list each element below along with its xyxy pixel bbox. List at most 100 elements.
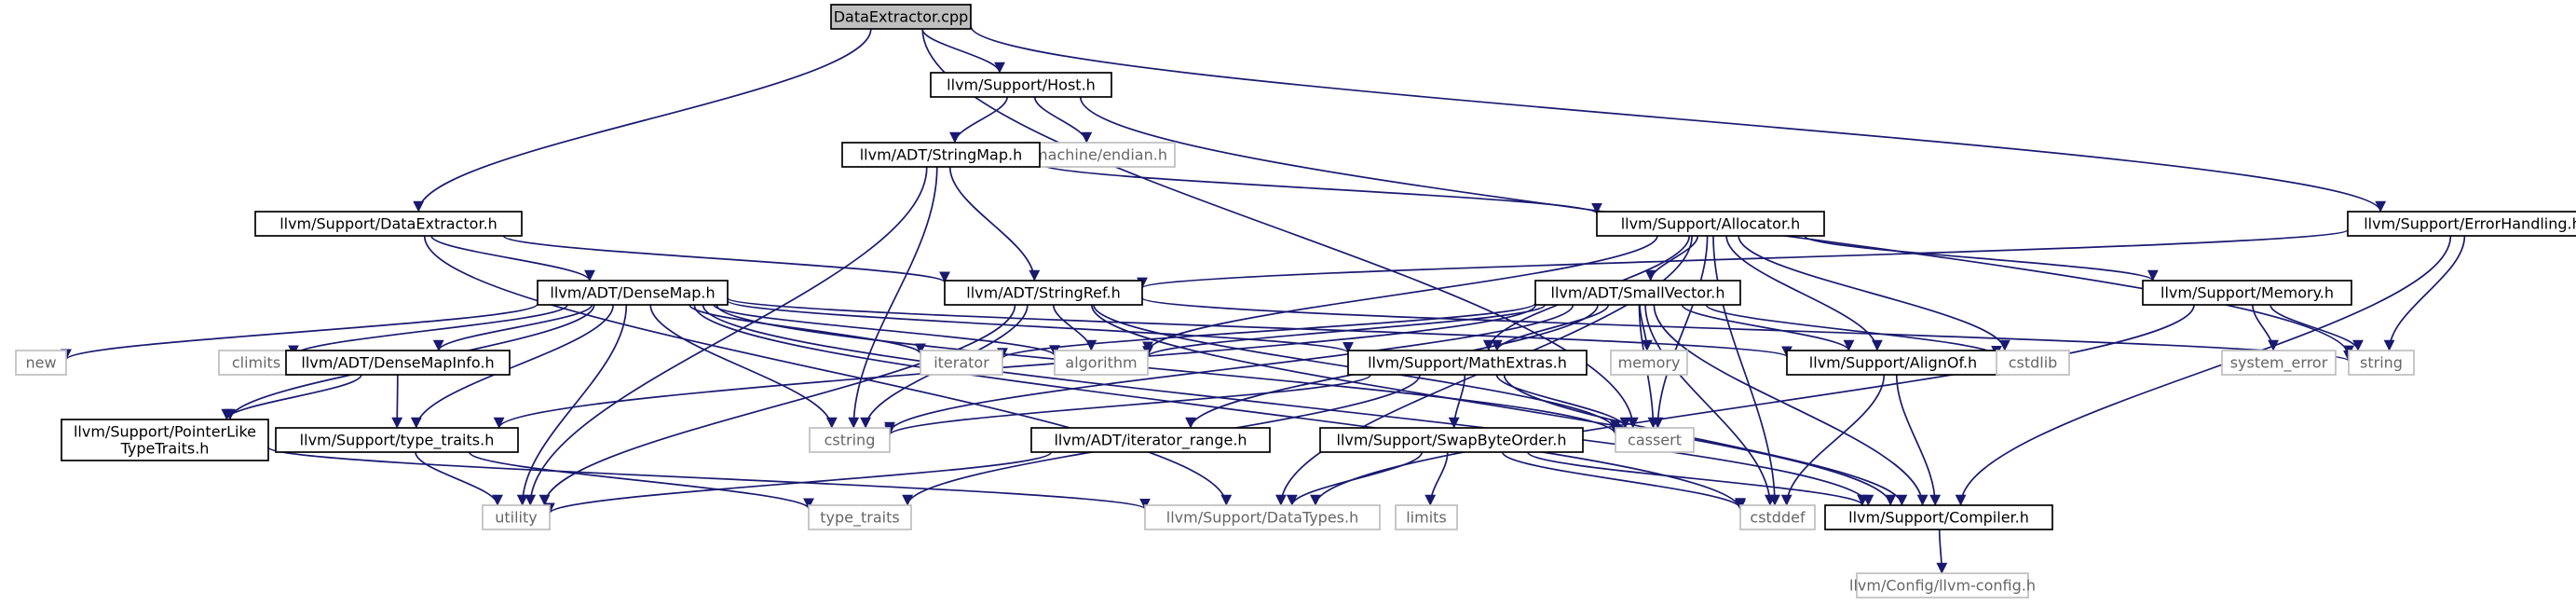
edge-densemap_h-to-type_traits_h [410, 304, 615, 429]
node-densemap-h[interactable]: llvm/ADT/DenseMap.h [537, 280, 729, 306]
edge-mathextras_h-to-compiler_h [1503, 374, 1908, 506]
edge-host_h-to-stringmap_h [948, 96, 1008, 144]
edge-dataextractor_cpp-to-dataextractor_h [413, 28, 872, 213]
edge-stringmap_h-to-stringref_h [948, 166, 1041, 282]
node-dataextractor-cpp[interactable]: DataExtractor.cpp [830, 4, 972, 30]
node-box [254, 211, 523, 237]
node-box [1025, 142, 1176, 168]
node-alignof-h[interactable]: llvm/Support/AlignOf.h [1786, 350, 2000, 376]
node-box [61, 419, 269, 461]
edge-smallvector_h-to-cstring [884, 304, 1574, 433]
node-label: llvm/Support/SwapByteOrder.h [1337, 432, 1567, 449]
node-box [1347, 350, 1588, 376]
edge-mathextras_h-to-cstring [884, 374, 1372, 436]
node-box [841, 142, 1041, 168]
edge-host_h-to-machine_endian [1033, 96, 1093, 144]
edge-allocator_h-to-alignof_h [1725, 235, 1883, 351]
node-compiler-h[interactable]: llvm/Support/Compiler.h [1824, 504, 2053, 530]
node-label: llvm/Support/type_traits.h [300, 432, 495, 450]
node-cstdlib: cstdlib [1996, 350, 2070, 376]
node-label: llvm/Support/AlignOf.h [1809, 354, 1977, 372]
edge-dataextractor_h-to-stringref_h [502, 235, 950, 283]
edge-allocator_h-to-cstdlib [1738, 235, 2010, 351]
node-box [1144, 504, 1381, 530]
node-box [275, 427, 519, 453]
edge-densemap_h-to-alignof_h [727, 296, 1792, 358]
node-climits: climits [218, 350, 294, 376]
node-box [930, 72, 1112, 98]
node-mathextras-h[interactable]: llvm/Support/MathExtras.h [1347, 350, 1588, 376]
node-errorhandling-h[interactable]: llvm/Support/ErrorHandling.h [2347, 211, 2576, 237]
node-label: llvm/Support/DataTypes.h [1166, 509, 1359, 527]
node-allocator-h[interactable]: llvm/Support/Allocator.h [1596, 211, 1825, 237]
node-box [2142, 280, 2352, 306]
node-string: string [2348, 350, 2415, 376]
node-label: llvm/Config/llvm-config.h [1849, 577, 2036, 595]
edge-errorhandling_h-to-string [2383, 235, 2466, 351]
edge-densemap_h-to-densemapinfo_h [432, 304, 593, 351]
node-label: llvm/Support/MathExtras.h [1368, 354, 1567, 372]
node-label: utility [495, 509, 538, 527]
edge-densemap_h-to-new [61, 303, 538, 361]
node-box [2347, 211, 2576, 237]
node-box [15, 350, 67, 376]
node-label: TypeTraits.h [120, 440, 210, 458]
node-swapbyteorder-h[interactable]: llvm/Support/SwapByteOrder.h [1319, 427, 1584, 453]
node-label: llvm/Support/Allocator.h [1621, 215, 1801, 233]
node-stringref-h[interactable]: llvm/ADT/StringRef.h [944, 280, 1143, 306]
node-label: new [25, 354, 56, 372]
node-label: DataExtractor.cpp [834, 8, 969, 26]
node-label: cstddef [1750, 509, 1806, 527]
node-box [1824, 504, 2053, 530]
node-llvm-config-h: llvm/Config/llvm-config.h [1849, 572, 2036, 598]
node-box [944, 280, 1143, 306]
node-iterator-range-h[interactable]: llvm/ADT/iterator_range.h [1030, 427, 1271, 453]
edge-dataextractor_h-to-datatypes_h [423, 235, 1233, 506]
node-box [1786, 350, 2000, 376]
node-label: llvm/Support/Compiler.h [1848, 509, 2029, 527]
node-label: llvm/ADT/DenseMapInfo.h [301, 354, 494, 372]
edge-alignof_h-to-compiler_h [1895, 374, 1942, 506]
node-host-h[interactable]: llvm/Support/Host.h [930, 72, 1112, 98]
node-algorithm: algorithm [1054, 350, 1149, 376]
node-box [1615, 427, 1695, 453]
edge-swapbyteorder_h-to-cstddef [1501, 451, 1746, 510]
edge-pointerlike_h-to-datatypes_h [267, 447, 1151, 510]
edge-smallvector_h-to-memory [1639, 304, 1653, 351]
node-box [808, 504, 912, 530]
node-label: string [2360, 354, 2403, 372]
node-stringmap-h[interactable]: llvm/ADT/StringMap.h [841, 142, 1041, 168]
node-system-error: system_error [2221, 350, 2337, 376]
node-box [1739, 504, 1816, 530]
edge-swapbyteorder_h-to-compiler_h [1527, 451, 1868, 506]
node-type-traits: type_traits [808, 504, 912, 530]
node-label: llvm/Support/PointerLike [74, 423, 256, 441]
edge-memory_h-to-system_error [2252, 304, 2280, 351]
edge-allocator_h-to-memory_h [1804, 235, 2159, 282]
edge-errorhandling_h-to-stringref_h [1137, 228, 2349, 289]
edge-smallvector_h-to-iterator [997, 302, 1536, 360]
edge-densemap_h-to-iterator [688, 304, 926, 355]
node-box [1319, 427, 1584, 453]
node-box [482, 504, 551, 530]
edge-memory_h-to-datatypes_h [1310, 304, 2195, 506]
edge-type_traits_h-to-utility [415, 451, 503, 506]
edge-densemapinfo_h-to-type_traits_h [391, 374, 403, 429]
node-box [2221, 350, 2337, 376]
node-label: system_error [2230, 354, 2328, 373]
node-type-traits-h[interactable]: llvm/Support/type_traits.h [275, 427, 519, 453]
node-smallvector-h[interactable]: llvm/ADT/SmallVector.h [1534, 280, 1741, 306]
node-densemapinfo-h[interactable]: llvm/ADT/DenseMapInfo.h [285, 350, 511, 376]
node-memory-h[interactable]: llvm/Support/Memory.h [2142, 280, 2352, 306]
node-dataextractor-h[interactable]: llvm/Support/DataExtractor.h [254, 211, 523, 237]
node-box [1534, 280, 1741, 306]
node-box [1610, 350, 1688, 376]
edge-memory_h-to-string [2269, 304, 2364, 351]
edge-errorhandling_h-to-compiler_h [1955, 235, 2452, 506]
node-box [1395, 504, 1458, 530]
edge-smallvector_h-to-algorithm [1142, 304, 1547, 358]
node-cstddef: cstddef [1739, 504, 1816, 530]
node-utility: utility [482, 504, 551, 530]
